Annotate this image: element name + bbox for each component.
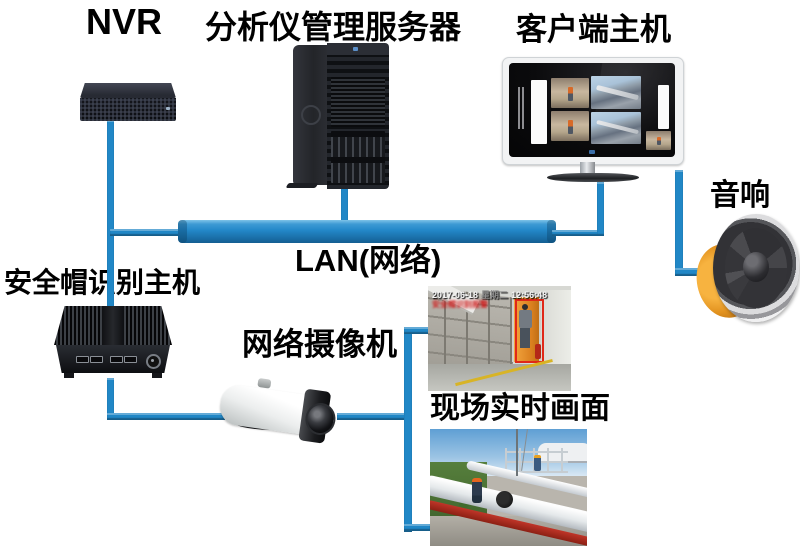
worker-background [533, 454, 541, 471]
server-tower [285, 43, 389, 189]
worker-foreground [472, 478, 483, 504]
nvr-device [80, 83, 176, 123]
camera-group [214, 369, 343, 455]
client-host-label: 客户端主机 [516, 12, 671, 47]
monitor-feed-2 [591, 76, 641, 109]
connector-monitor-to-speaker-horizontal [675, 268, 705, 276]
monitor-sidebar-lines [518, 87, 524, 129]
monitor-stand-base [547, 173, 639, 182]
connector-server-to-lan [341, 187, 348, 223]
nvr-label: NVR [86, 1, 163, 42]
connector-lan-to-monitor [552, 230, 604, 236]
network-camera-device [217, 377, 338, 447]
server-power-led [353, 47, 358, 51]
connector-bracket-vertical [404, 327, 412, 532]
monitor-brand-logo [589, 150, 595, 154]
connector-host-to-camera [107, 413, 225, 420]
live-view-label: 现场实时画面 [430, 392, 610, 425]
connector-camera-to-bracket [337, 413, 407, 420]
nvr-top-face [80, 83, 176, 98]
monitor-left-panel [531, 80, 547, 144]
host-usb-port-3 [110, 356, 123, 363]
floor [428, 363, 571, 391]
host-center-band [102, 306, 124, 345]
person-legs [520, 328, 531, 348]
detection-bounding-box [514, 298, 545, 364]
monitor-feed-4 [591, 112, 641, 144]
speaker-device [689, 214, 799, 324]
osd-red-alert-text: 安全帽识别报警 [432, 300, 488, 309]
monitor-feed-small [646, 131, 671, 150]
server-label: 分析仪管理服务器 [205, 9, 462, 45]
monitor-feed-3 [551, 111, 589, 141]
connector-bracket-bottom-arm [404, 524, 430, 531]
osd-weekday: 星期二 [481, 290, 509, 300]
right-wall [539, 290, 571, 364]
client-monitor [502, 57, 684, 165]
connector-monitor-drop [597, 182, 604, 236]
helmet-recognition-host-device [54, 306, 172, 378]
lan-bus-bar [178, 220, 556, 243]
host-foot-left [64, 373, 74, 378]
server-foot [285, 183, 319, 188]
person-torso [518, 310, 532, 329]
host-usb-port-1 [76, 356, 89, 363]
monitor-screen [509, 63, 675, 157]
pipeline-site-photo [430, 429, 587, 546]
camera-body [217, 383, 311, 435]
server-logo-badge [301, 105, 321, 125]
speaker-dust-cap [743, 252, 769, 282]
speaker-label: 音响 [710, 179, 770, 212]
camera-top-mount [257, 377, 272, 389]
nvr-front-grille [80, 98, 176, 121]
crane-cable-1 [516, 429, 519, 476]
person-head [521, 303, 528, 310]
host-foot-right [152, 373, 162, 378]
monitor-right-panel [658, 85, 669, 129]
lan-label: LAN(网络) [295, 243, 442, 278]
connector-nvr-branch-to-lan [110, 229, 180, 236]
server-vent-slats [331, 77, 385, 127]
host-power-button [146, 354, 161, 369]
connector-nvr-to-helmet-host [107, 120, 114, 312]
osd-date: 2017-06-18 [432, 290, 479, 300]
monitor-feed-1 [551, 78, 589, 108]
pipe-opening [495, 491, 513, 508]
host-usb-port-2 [90, 356, 103, 363]
connector-helmet-host-drop [107, 378, 114, 420]
nvr-led [166, 107, 170, 110]
camera-label: 网络摄像机 [242, 327, 397, 362]
osd-time: 12:56:48 [511, 290, 548, 300]
host-usb-port-4 [124, 356, 137, 363]
fire-extinguisher [534, 343, 541, 359]
connector-bracket-top-arm [404, 327, 430, 334]
connector-monitor-to-speaker-vertical [675, 170, 683, 276]
monitor-stand-neck [580, 162, 595, 175]
helmet-host-label: 安全帽识别主机 [4, 267, 201, 298]
server-drive-bays [331, 131, 385, 183]
